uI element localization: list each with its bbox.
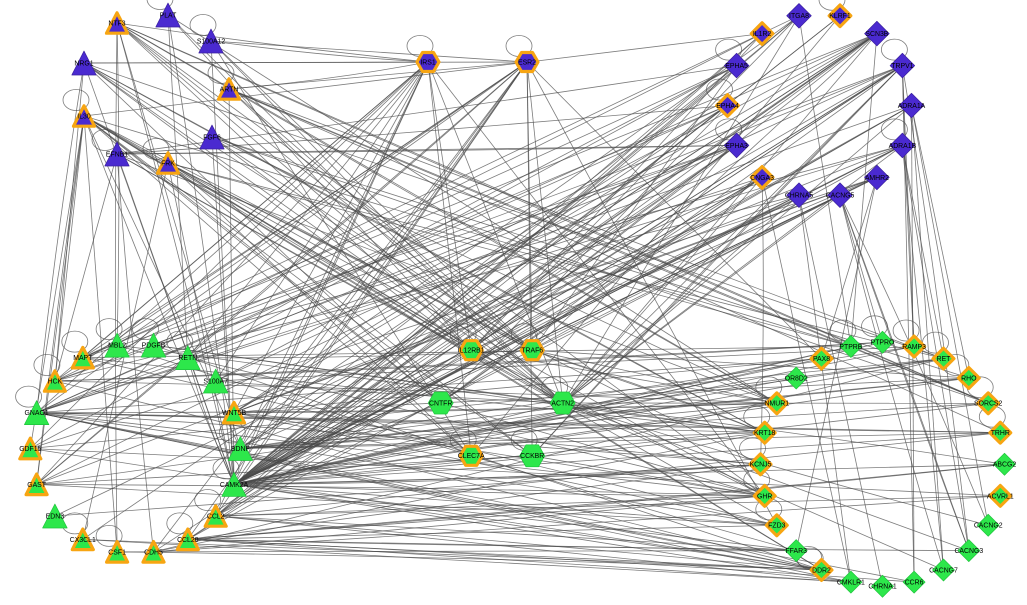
svg-text:CCL20: CCL20 [177, 537, 199, 544]
svg-text:ACVRL1: ACVRL1 [987, 493, 1014, 500]
svg-text:KRT18: KRT18 [754, 430, 775, 437]
svg-text:CHRNA5: CHRNA5 [785, 193, 814, 200]
svg-text:CDH5: CDH5 [144, 549, 163, 556]
svg-text:ABCG2: ABCG2 [993, 462, 1017, 469]
svg-text:NTF3: NTF3 [108, 20, 125, 27]
svg-text:GDF15: GDF15 [19, 446, 41, 453]
svg-text:PDGFB: PDGFB [142, 343, 166, 350]
svg-text:NMUR1: NMUR1 [765, 401, 790, 408]
svg-text:CSF1: CSF1 [108, 549, 126, 556]
svg-text:FZD3: FZD3 [768, 523, 785, 530]
svg-text:CNGA3: CNGA3 [750, 175, 774, 182]
svg-text:CNTFR: CNTFR [429, 400, 452, 407]
svg-text:CACNG7: CACNG7 [929, 567, 958, 574]
svg-text:ESR2: ESR2 [518, 59, 536, 66]
svg-text:EFNB1: EFNB1 [106, 151, 128, 158]
svg-text:CX3CL1: CX3CL1 [70, 537, 96, 544]
svg-text:KLRF1: KLRF1 [829, 13, 851, 20]
svg-text:FGF6: FGF6 [203, 134, 221, 141]
svg-text:ACTN2: ACTN2 [551, 400, 574, 407]
svg-text:GAST: GAST [27, 482, 47, 489]
svg-text:EPHA3: EPHA3 [725, 143, 748, 150]
svg-text:RETN: RETN [178, 355, 197, 362]
svg-text:CCL2: CCL2 [207, 513, 225, 520]
svg-text:SORCS2: SORCS2 [974, 401, 1003, 408]
svg-text:PTPRB: PTPRB [839, 344, 862, 351]
svg-text:GNAO1: GNAO1 [25, 410, 49, 417]
svg-text:CCR6: CCR6 [905, 580, 924, 587]
svg-text:IRS1: IRS1 [420, 59, 435, 66]
svg-text:TRPV1: TRPV1 [891, 63, 913, 70]
svg-text:DDR2: DDR2 [812, 567, 831, 574]
svg-text:EPHA4: EPHA4 [716, 103, 739, 110]
svg-text:RET: RET [937, 356, 952, 363]
svg-text:IL1R2: IL1R2 [753, 31, 772, 38]
svg-text:IL30: IL30 [77, 113, 91, 120]
svg-text:BDNF: BDNF [231, 446, 250, 453]
svg-text:S100A12: S100A12 [197, 38, 226, 45]
svg-text:ADRA1A: ADRA1A [898, 103, 926, 110]
svg-text:MBL2: MBL2 [108, 343, 126, 350]
svg-text:CHRNA1: CHRNA1 [868, 584, 897, 591]
svg-text:GHR: GHR [757, 493, 772, 500]
svg-text:CACNG2: CACNG2 [974, 523, 1003, 530]
svg-text:RHO: RHO [961, 375, 977, 382]
svg-text:ITGA8: ITGA8 [789, 13, 809, 20]
svg-text:FFAR3: FFAR3 [785, 548, 807, 555]
svg-text:NRG1: NRG1 [74, 60, 93, 67]
svg-text:S100A7: S100A7 [203, 378, 228, 385]
svg-text:CMKLR1: CMKLR1 [837, 580, 865, 587]
svg-text:CLEC7A: CLEC7A [458, 453, 485, 460]
svg-text:FRK: FRK [161, 160, 175, 167]
svg-text:IL12RB1: IL12RB1 [458, 348, 485, 355]
svg-text:HCK: HCK [48, 378, 63, 385]
svg-text:EDN3: EDN3 [46, 513, 65, 520]
svg-text:CACNG3: CACNG3 [954, 548, 983, 555]
svg-text:CAMK2A: CAMK2A [220, 482, 249, 489]
svg-text:ARTN: ARTN [220, 86, 239, 93]
svg-text:AMHR2: AMHR2 [865, 175, 889, 182]
svg-text:RAMP3: RAMP3 [902, 344, 926, 351]
svg-text:ADRA1B: ADRA1B [889, 143, 917, 150]
svg-text:PTPRO: PTPRO [871, 340, 895, 347]
svg-text:KCNJ5: KCNJ5 [750, 462, 772, 469]
svg-text:WNT5B: WNT5B [222, 410, 247, 417]
svg-text:TRHR: TRHR [991, 430, 1010, 437]
svg-text:CACNG5: CACNG5 [826, 193, 855, 200]
svg-text:TRAF6: TRAF6 [521, 348, 543, 355]
svg-text:MAPT: MAPT [73, 355, 93, 362]
svg-text:CCKBR: CCKBR [520, 453, 544, 460]
svg-text:EPHA5: EPHA5 [725, 63, 748, 70]
svg-text:PLAT: PLAT [160, 12, 178, 19]
svg-text:OR8D2: OR8D2 [785, 375, 808, 382]
svg-text:SCN3B: SCN3B [865, 31, 888, 38]
svg-text:PAX8: PAX8 [813, 356, 830, 363]
